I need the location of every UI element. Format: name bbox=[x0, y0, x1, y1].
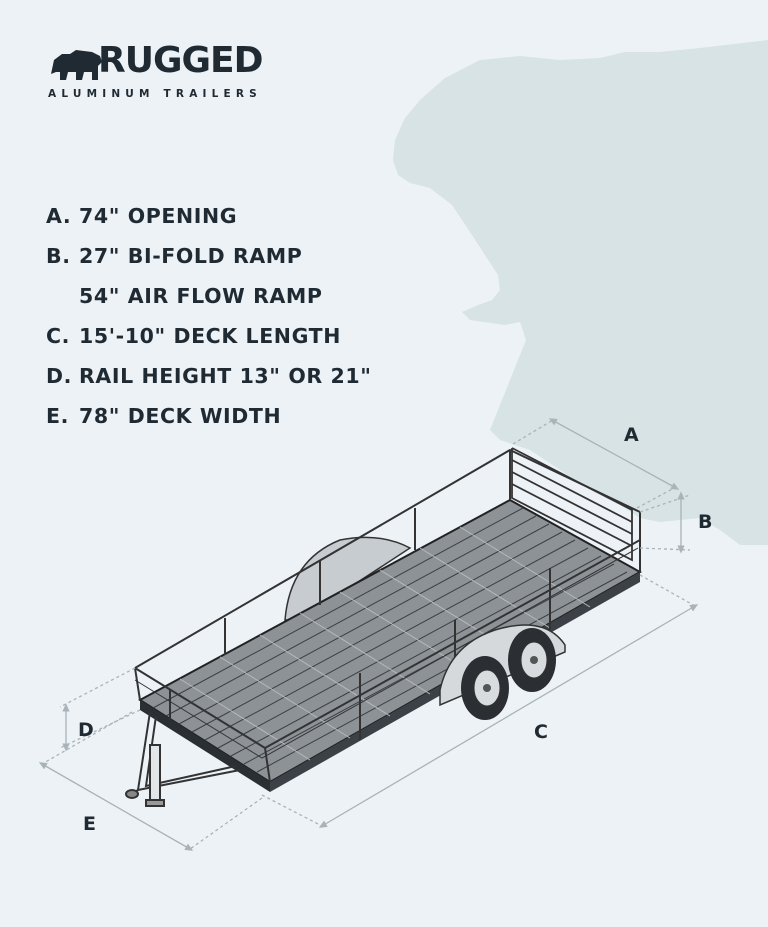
spec-letter: C. bbox=[46, 324, 71, 348]
spec-item-c: C. 15'-10" DECK LENGTH bbox=[46, 324, 341, 348]
spec-item-b: B. 27" BI-FOLD RAMP bbox=[46, 244, 302, 268]
spec-text: 27" BI-FOLD RAMP bbox=[79, 244, 303, 268]
deck-frame bbox=[140, 700, 270, 792]
dimension-label-d: D bbox=[78, 719, 94, 741]
spec-item-a: A. 74" OPENING bbox=[46, 204, 237, 228]
dimension-label-a: A bbox=[624, 424, 639, 446]
dimension-label-c: C bbox=[534, 721, 548, 743]
spec-text: 74" OPENING bbox=[79, 204, 238, 228]
spec-letter: B. bbox=[46, 244, 71, 268]
brand-tagline: ALUMINUM TRAILERS bbox=[48, 88, 262, 100]
spec-letter: E. bbox=[46, 404, 69, 428]
spec-text: RAIL HEIGHT 13" OR 21" bbox=[79, 364, 372, 388]
spec-letter: D. bbox=[46, 364, 73, 388]
spec-text: 15'-10" DECK LENGTH bbox=[79, 324, 341, 348]
spec-item-e: E. 78" DECK WIDTH bbox=[46, 404, 281, 428]
bear-icon bbox=[51, 50, 102, 80]
dimension-label-b: B bbox=[698, 511, 712, 533]
rear-gate bbox=[511, 447, 633, 562]
left-fender bbox=[284, 536, 412, 621]
dimension-lines bbox=[38, 418, 699, 851]
brand-name: RUGGED bbox=[98, 40, 264, 81]
spec-letter: A. bbox=[46, 204, 72, 228]
dimension-label-e: E bbox=[83, 813, 96, 835]
spec-text: 54" AIR FLOW RAMP bbox=[79, 284, 323, 308]
spec-text: 78" DECK WIDTH bbox=[79, 404, 282, 428]
spec-item-d: D.RAIL HEIGHT 13" OR 21" bbox=[46, 364, 371, 388]
spec-item-b2: 54" AIR FLOW RAMP bbox=[46, 284, 323, 308]
